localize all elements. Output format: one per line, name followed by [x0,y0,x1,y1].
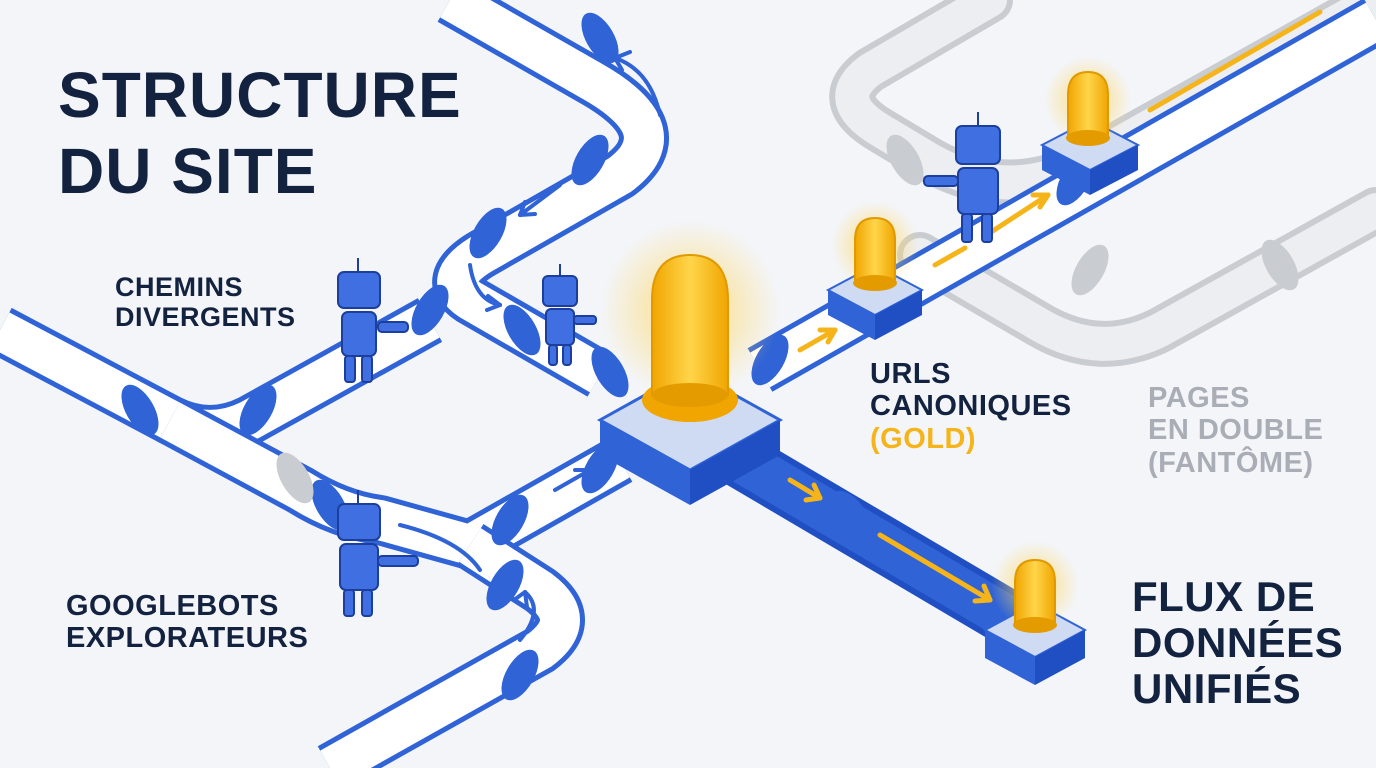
canonical-urls-line-1: URLS [870,358,951,390]
beacon-icon [854,216,896,284]
flow-arrow-icon [398,523,482,572]
duplicate-pages-label: PAGES EN DOUBLE (FANTÔME) [1148,382,1323,479]
duplicate-pages-line-2: EN DOUBLE [1148,414,1324,447]
divergent-paths-label: CHEMINS DIVERGENTS [115,272,296,332]
flow-arrows-blue [398,50,662,642]
robot-icon [337,490,419,617]
robot-icon [337,258,409,383]
unified-flow-label: FLUX DE DONNÉES UNIFIÉS [1132,573,1344,713]
flow-arrow-icon [518,590,536,642]
title-line-1: STRUCTURE [58,59,462,131]
page-title: STRUCTURE DU SITE [58,58,462,209]
flow-arrow-icon [553,468,592,492]
flow-arrow-icon [797,327,838,353]
beacon-box-3 [982,541,1088,685]
robot-icon [542,264,597,366]
beacon-icon [1067,70,1109,139]
beacon-icon [1014,558,1056,626]
flow-arrow-icon [613,56,662,117]
unified-flow-line-3: UNIFIÉS [1132,665,1302,713]
flow-arrow-icon [932,192,1051,268]
googlebots-line-1: GOOGLEBOTS [66,590,279,622]
flow-arrows-gold [787,9,1323,604]
beacon-box-1 [825,201,925,340]
googlebots-label: GOOGLEBOTS EXPLORATEURS [66,590,308,655]
duplicate-pages-line-1: PAGES [1148,382,1250,414]
flow-arrow-icon [1147,9,1323,113]
beacon-box-2 [1039,56,1141,195]
duplicate-pages-line-3: (FANTÔME) [1148,446,1314,479]
flow-arrow-icon [787,477,823,501]
googlebots-line-2: EXPLORATEURS [66,622,309,655]
unified-flow-line-1: FLUX DE [1132,573,1316,620]
unified-flow-line-2: DONNÉES [1132,619,1344,667]
flow-arrow-icon [877,532,993,603]
ghost-couplings [276,134,1299,504]
title-line-2: DU SITE [58,134,318,207]
divergent-paths-line-2: DIVERGENTS [115,302,296,333]
canonical-urls-line-2: CANONIQUES [870,390,1072,423]
flow-arrow-icon [518,183,562,217]
canonical-gold-tag: (GOLD) [870,422,977,455]
robot-icon [923,112,1001,243]
divergent-paths-line-1: CHEMINS [115,272,244,302]
central-junction [596,220,784,505]
beacon-icon [651,253,729,407]
canonical-urls-label: URLS CANONIQUES (GOLD) [870,358,1072,455]
